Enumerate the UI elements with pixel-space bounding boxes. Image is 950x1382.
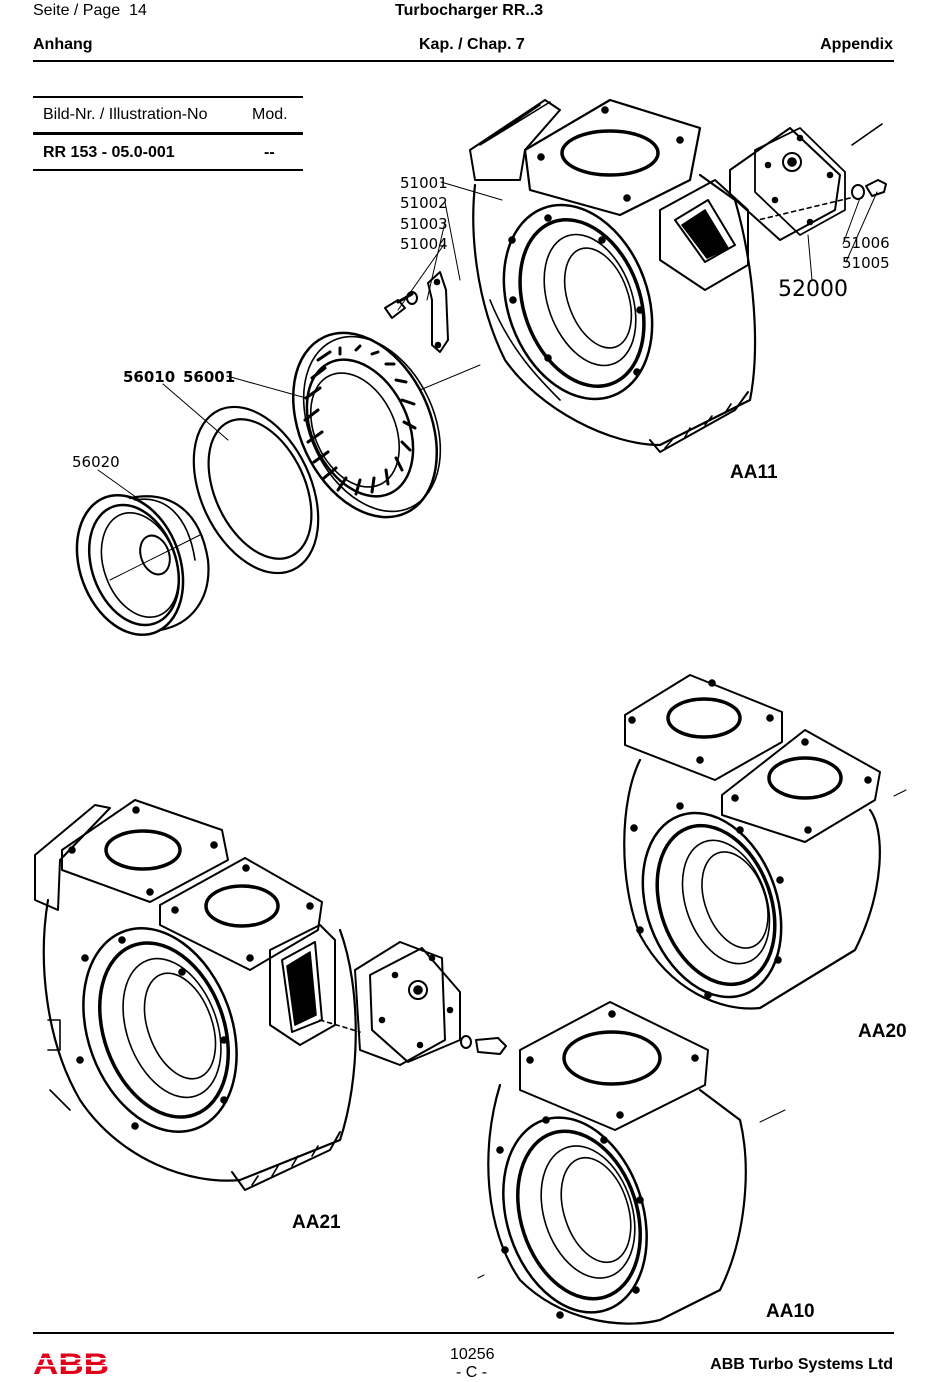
cover-plate-center — [355, 942, 460, 1065]
ring-56010 — [169, 387, 343, 593]
document-number: 10256 — [450, 1346, 495, 1364]
part-51003: 51003 — [400, 215, 448, 233]
turbine-housing-aa20 — [618, 675, 906, 1017]
washer-center — [461, 1036, 471, 1048]
svg-text:ABB: ABB — [33, 1350, 109, 1376]
part-52000: 52000 — [778, 277, 848, 302]
screw-center — [476, 1038, 506, 1054]
variant-label-aa11: AA11 — [730, 462, 778, 483]
part-51004: 51004 — [400, 235, 448, 253]
turbine-housing-aa10 — [478, 1002, 785, 1331]
turbine-housing-aa11 — [470, 100, 755, 452]
part-51005: 51005 — [842, 254, 890, 272]
abb-logo-graphic: ABB — [33, 1350, 109, 1376]
footer-rule — [33, 1332, 894, 1334]
variant-label-aa10: AA10 — [766, 1301, 815, 1322]
part-56020: 56020 — [72, 453, 120, 471]
insert-56020 — [58, 480, 208, 650]
part-51002: 51002 — [400, 194, 448, 212]
variant-label-aa21: AA21 — [292, 1212, 341, 1233]
part-56001: 56001 — [183, 368, 235, 386]
turbine-housing-aa21 — [35, 800, 356, 1190]
company-name: ABB Turbo Systems Ltd — [710, 1356, 893, 1374]
part-56010: 56010 — [123, 368, 175, 386]
revision-label: - C - — [456, 1364, 487, 1382]
part-51001: 51001 — [400, 174, 448, 192]
part-51006: 51006 — [842, 234, 890, 252]
washer-51006 — [852, 185, 864, 199]
variant-label-aa20: AA20 — [858, 1021, 907, 1042]
abb-logo: ABB — [33, 1350, 109, 1376]
